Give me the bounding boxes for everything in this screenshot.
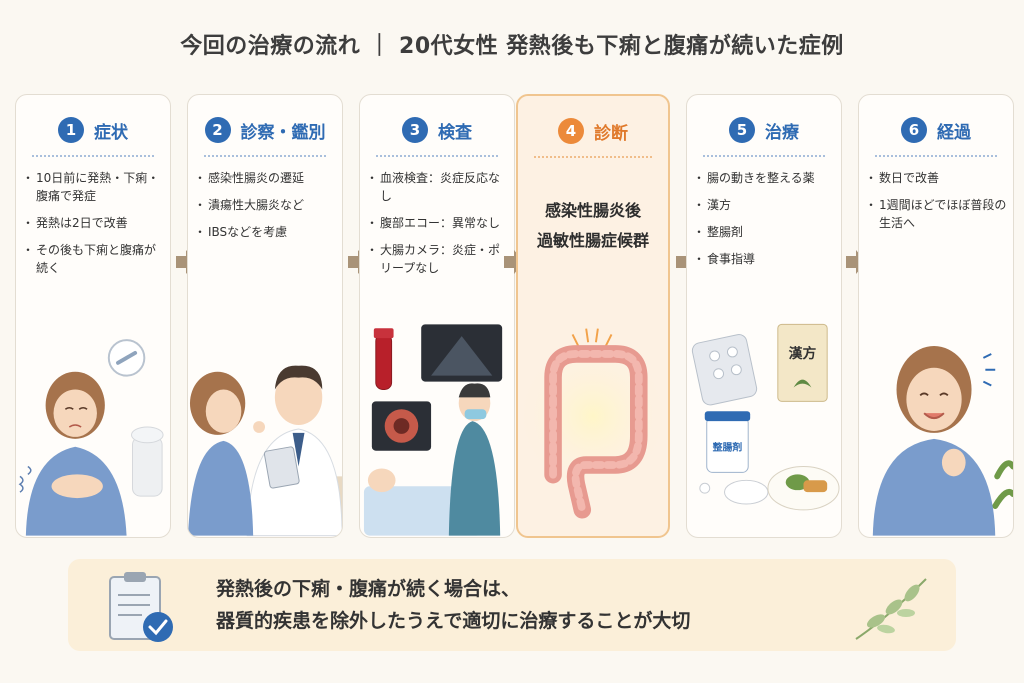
step-number: 3 [402,117,428,143]
step-number: 5 [729,117,755,143]
list-item: 腹部エコー：異常なし [366,214,508,232]
list-item: その後も下痢と腹痛が続く [22,241,164,277]
step-card-treatment: 5 治療 腸の動きを整える薬 漢方 整腸剤 食事指導 漢方 整腸剤 [686,94,842,538]
recovered-patient-illustration [872,346,1013,536]
list-item: 食事指導 [693,250,835,268]
list-item: 漢方 [693,196,835,214]
step-card-symptoms: 1 症状 10日前に発熱・下痢・腹痛で発症 発熱は2日で改善 その後も下痢と腹痛… [15,94,171,538]
step-number: 1 [58,117,84,143]
summary-box: 発熱後の下痢・腹痛が続く場合は、 器質的疾患を除外したうえで適切に治療することが… [68,559,956,651]
divider [32,155,154,157]
divider [534,156,652,158]
divider [204,155,326,157]
list-item: 発熱は2日で改善 [22,214,164,232]
divider [875,155,997,157]
diagnosis-line: 過敏性腸症候群 [536,231,649,250]
step-card-progress: 6 経過 数日で改善 1週間ほどでほぼ普段の生活へ [858,94,1014,538]
medicine-illustration: 漢方 整腸剤 [691,323,840,511]
step-number: 2 [204,117,231,143]
doctor-consultation-illustration [188,365,342,537]
list-item: 整腸剤 [693,223,835,241]
diagnosis-line: 感染性腸炎後 [544,201,641,220]
step-title: 診断 [594,123,628,144]
step-card-diagnosis: 4 診断 感染性腸炎後 過敏性腸症候群 [516,94,670,538]
step-title: 経過 [937,122,971,143]
clipboard-check-icon [109,572,173,642]
divider [703,155,825,157]
step-title: 症状 [94,122,128,143]
step-title: 診察・鑑別 [240,122,326,143]
list-item: 腸の動きを整える薬 [693,169,835,187]
divider [376,155,498,157]
step-title: 検査 [438,122,472,143]
intestine-icon [518,328,668,519]
list-item: 数日で改善 [865,169,1007,187]
kampo-package-label: 漢方 [789,345,817,362]
page-title: 今回の治療の流れ ｜ 20代女性 発熱後も下痢と腹痛が続いた症例 [180,34,844,59]
step-number: 6 [901,117,927,143]
list-item: 潰瘍性大腸炎など [194,196,336,214]
list-item: 大腸カメラ：炎症・ポリープなし [366,241,508,277]
list-item: 血液検査：炎症反応なし [366,169,508,205]
diagnosis-text: 感染性腸炎後 過敏性腸症候群 [518,196,668,256]
step-number: 4 [558,118,584,144]
patient-stomachache-illustration [18,339,164,536]
list-item: 1週間ほどでほぼ普段の生活へ [865,196,1007,232]
seichozai-bottle-label: 整腸剤 [712,441,743,454]
step-title: 治療 [765,122,799,143]
summary-line: 発熱後の下痢・腹痛が続く場合は、 [216,578,521,600]
list-item: IBSなどを考慮 [194,223,336,241]
medical-tests-illustration [363,324,503,536]
step-card-examination: 2 診察・鑑別 感染性腸炎の遷延 潰瘍性大腸炎など IBSなどを考慮 [187,94,343,538]
summary-line: 器質的疾患を除外したうえで適切に治療することが大切 [216,610,691,632]
summary-text: 発熱後の下痢・腹痛が続く場合は、 器質的疾患を除外したうえで適切に治療することが… [216,573,690,637]
step-card-tests: 3 検査 血液検査：炎症反応なし 腹部エコー：異常なし 大腸カメラ：炎症・ポリー… [359,94,515,538]
list-item: 10日前に発熱・下痢・腹痛で発症 [22,169,164,205]
leaf-branch-icon [855,578,927,640]
list-item: 感染性腸炎の遷延 [194,169,336,187]
